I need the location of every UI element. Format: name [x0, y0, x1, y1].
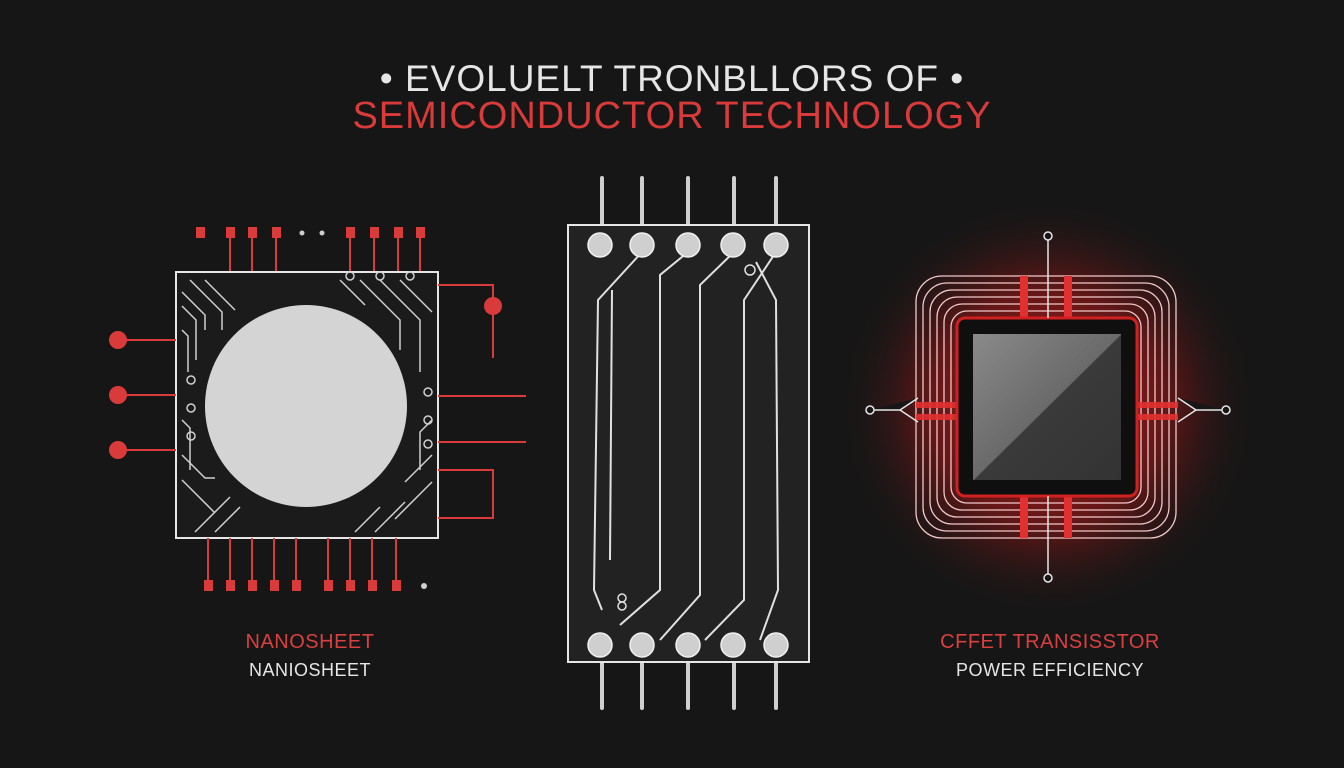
nanosheet-chip	[109, 227, 526, 591]
nanosheet-title: NANOSHEET	[245, 631, 375, 653]
cfet-chip	[835, 195, 1260, 620]
cfet-title: CFFET TRANSISSTOR	[940, 631, 1160, 653]
nanosheet-subtitle: NANIOSHEET	[248, 660, 372, 680]
center-transistor	[567, 176, 810, 710]
header-line-2: SEMICONDUCTOR TECHNOLOGY	[352, 95, 992, 137]
cfet-subtitle: POWER EFFICIENCY	[955, 660, 1144, 680]
header-line-1: • EVOLUELT TRONBLLORS OF •	[379, 58, 965, 99]
